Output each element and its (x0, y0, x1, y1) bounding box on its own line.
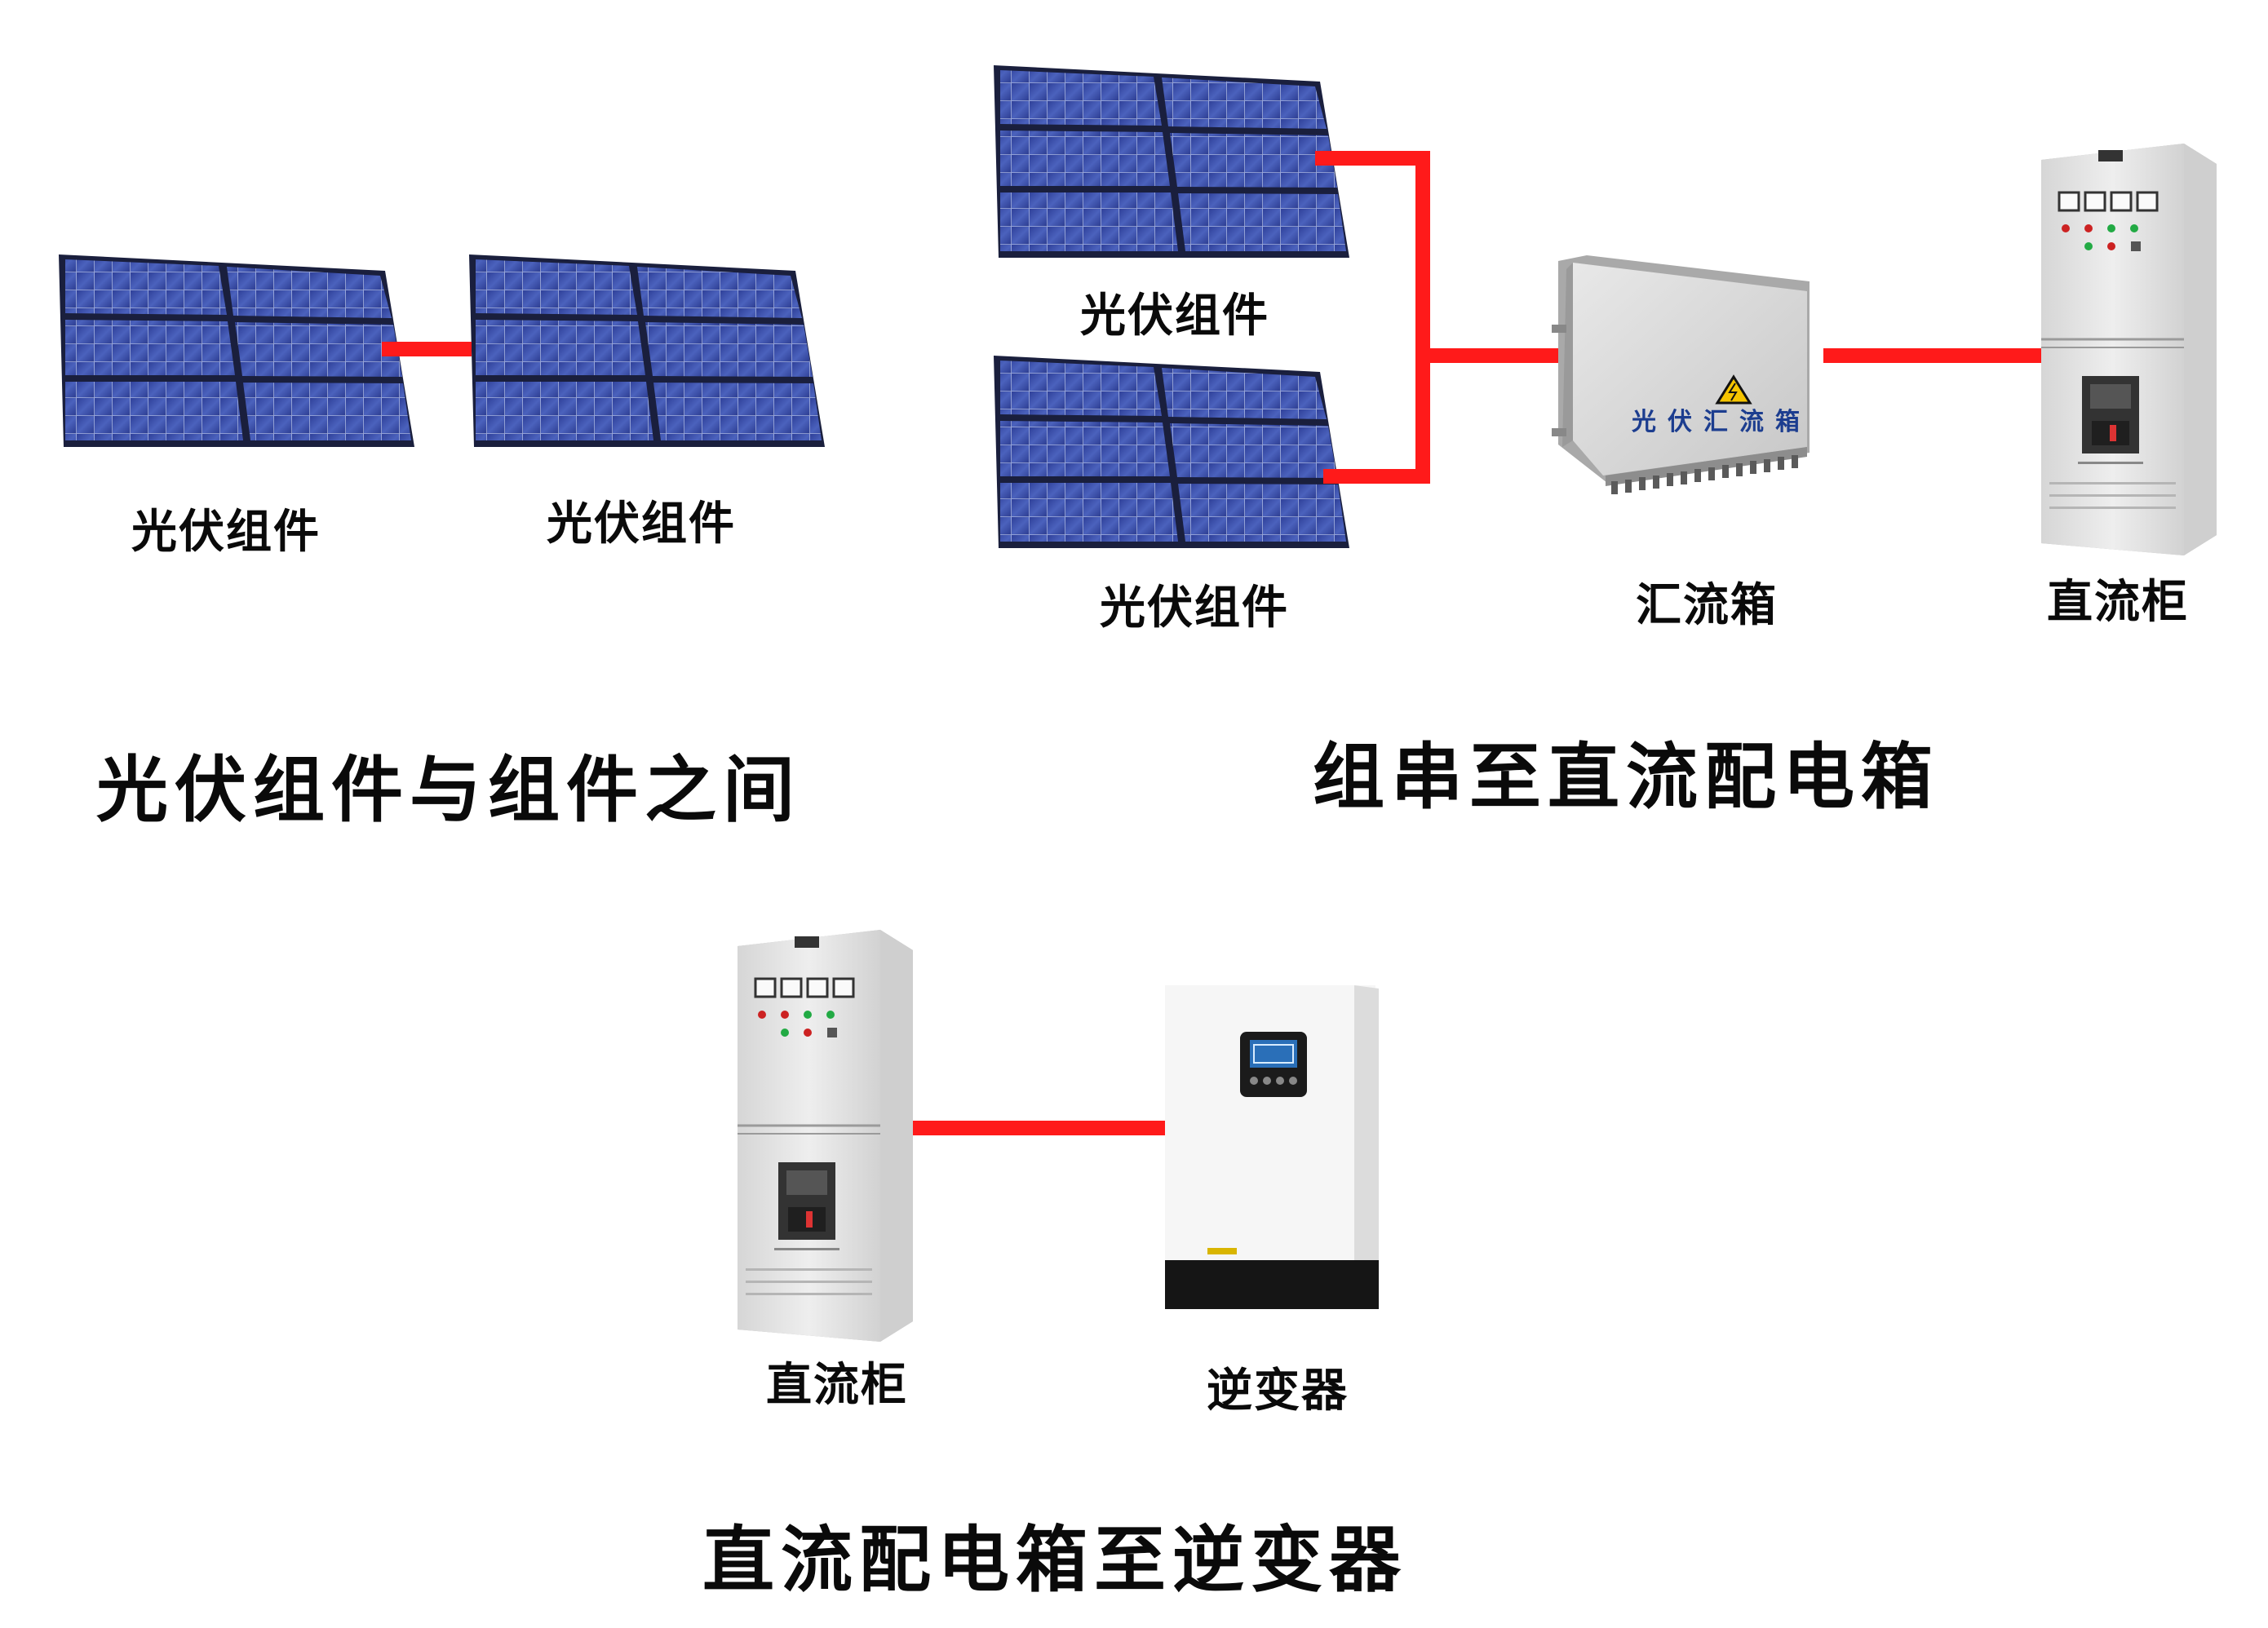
inverter (1165, 985, 1379, 1309)
dc-cabinet-top (2040, 142, 2218, 557)
solar-panel-bottom (994, 356, 1349, 548)
warning-sign-icon (1715, 374, 1752, 405)
label-dc-cabinet-bottom: 直流柜 (766, 1359, 908, 1412)
label-solar-panel-top: 光伏组件 (1080, 290, 1269, 343)
caption-dc-box-to-inverter: 直流配电箱至逆变器 (702, 1518, 1408, 1602)
solar-panel-1 (59, 254, 414, 447)
caption-panel-to-panel: 光伏组件与组件之间 (95, 748, 802, 832)
combiner-box: 光伏汇流箱 (1552, 255, 1811, 494)
label-solar-panel-2: 光伏组件 (547, 498, 736, 551)
dc-cabinet-bottom (736, 928, 915, 1343)
label-solar-panel-bottom: 光伏组件 (1100, 582, 1289, 635)
label-solar-panel-1: 光伏组件 (131, 506, 321, 559)
inverter-warning-label (1207, 1248, 1237, 1254)
combiner-box-plate-text: 光伏汇流箱 (1632, 408, 1811, 436)
solar-panel-top (994, 65, 1349, 258)
solar-panel-2 (469, 254, 825, 447)
label-dc-cabinet-top: 直流柜 (2047, 576, 2189, 629)
cable-string-merge (1315, 151, 1430, 484)
label-inverter: 逆变器 (1207, 1365, 1349, 1418)
caption-string-to-dc-box: 组串至直流配电箱 (1312, 735, 1940, 819)
label-combiner-box: 汇流箱 (1636, 579, 1778, 632)
